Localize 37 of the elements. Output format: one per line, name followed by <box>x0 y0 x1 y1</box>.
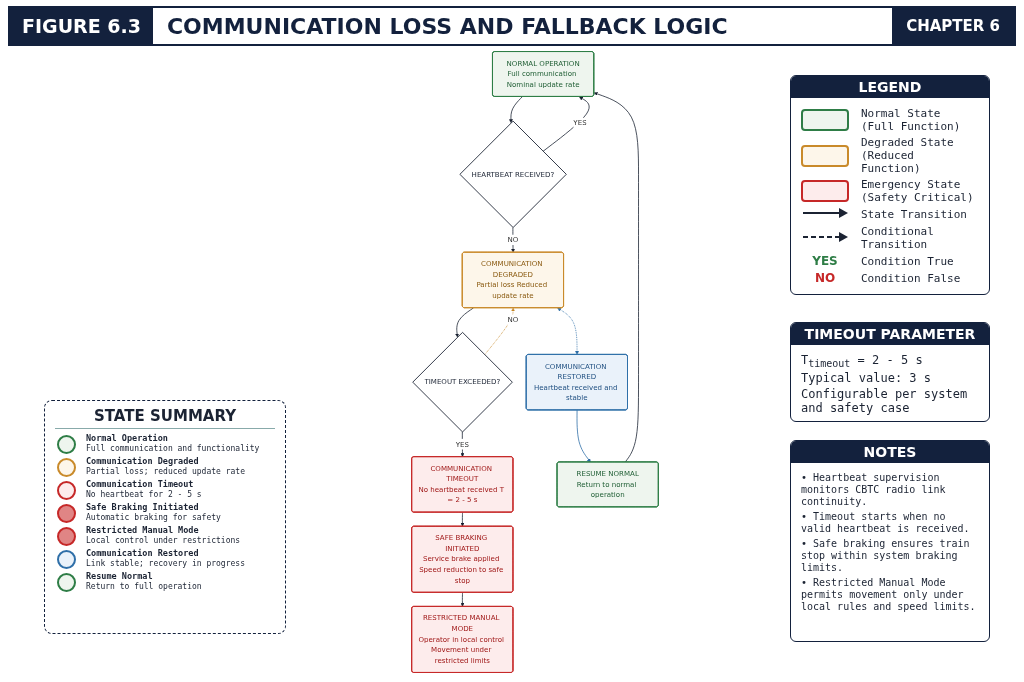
state-name: Communication Degraded <box>86 456 200 467</box>
state-description: Automatic braking for safety <box>86 513 221 523</box>
legend-sample: YES <box>811 254 839 268</box>
legend-text: State Transition <box>861 208 967 221</box>
panel-heading: TIMEOUT PARAMETER <box>791 323 989 345</box>
note-text: • Heartbeat supervision monitors CBTC radio link continuity. <box>801 472 947 508</box>
state-description: Local control under restrictions <box>86 536 241 546</box>
legend-text: Degraded State (Reduced Function) <box>861 136 955 175</box>
parameter-text: T$_{timeout}$ = 2 - 5 s <box>801 353 924 370</box>
legend-sample: NO <box>813 271 837 285</box>
state-description: Return to full operation <box>86 582 202 592</box>
state-name: Resume Normal <box>86 571 154 582</box>
legend-text: Conditional Transition <box>861 225 935 251</box>
parameter-text: Typical value: 3 s <box>801 371 933 386</box>
panel-heading: STATE SUMMARY <box>55 407 275 429</box>
state-name: Safe Braking Initiated <box>86 502 200 513</box>
title: COMMUNICATION LOSS AND FALLBACK LOGIC <box>166 13 729 39</box>
note-text: • Restricted Manual Mode permits movement only under local rules and speed limits. <box>801 577 977 613</box>
state-description: Partial loss; reduced update rate <box>86 467 245 477</box>
legend-text: Condition True <box>861 254 954 268</box>
panel-heading: LEGEND <box>791 76 989 98</box>
state-name: Communication Restored <box>86 548 200 559</box>
legend-text: Condition False <box>861 271 961 285</box>
panel-heading: NOTES <box>791 441 989 463</box>
note-text: • Timeout starts when no valid heartbeat is received. <box>801 511 971 535</box>
chapter-label: CHAPTER 6 <box>892 8 1014 44</box>
legend-text: Emergency State (Safety Critical) <box>861 178 975 204</box>
parameter-text: Configurable per system and safety case <box>801 387 969 416</box>
state-name: Normal Operation <box>86 433 169 444</box>
figure-number: FIGURE 6.3 <box>10 8 153 44</box>
state-name: Restricted Manual Mode <box>86 525 200 536</box>
state-description: Full communication and functionality <box>86 444 260 454</box>
legend-text: Normal State (Full Function) <box>861 107 962 133</box>
state-description: No heartbeat for 2 - 5 s <box>86 490 202 500</box>
state-name: Communication Timeout <box>86 479 195 490</box>
state-description: Link stable; recovery in progress <box>86 559 245 569</box>
note-text: • Safe braking ensures train stop within system braking limits. <box>801 538 971 574</box>
